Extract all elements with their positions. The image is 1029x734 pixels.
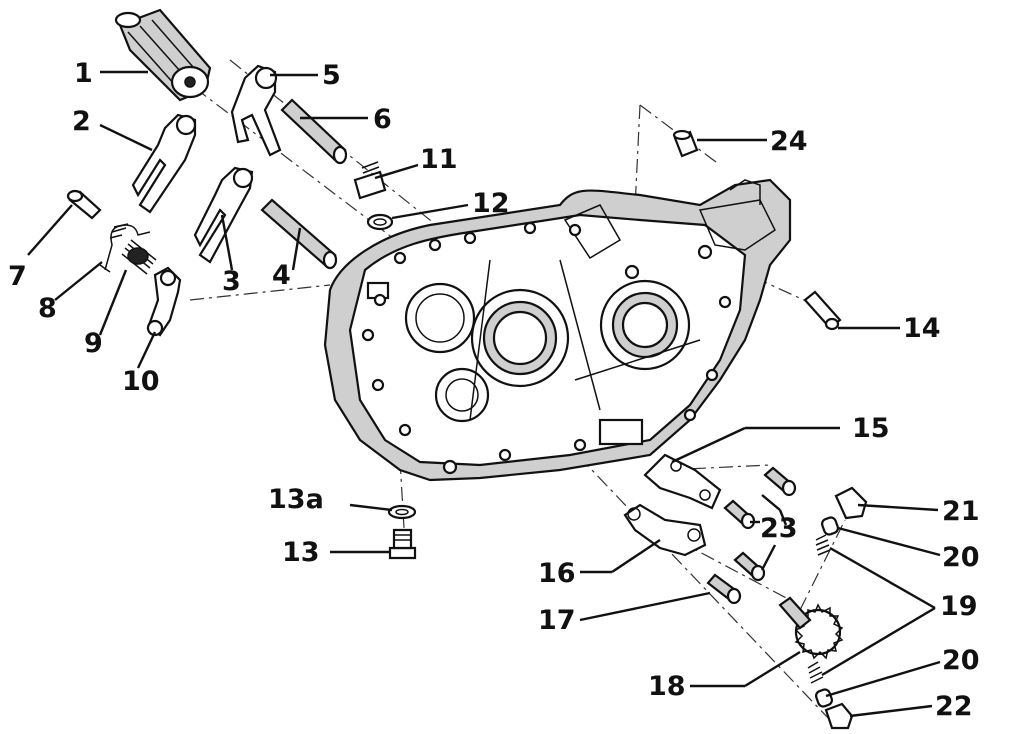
label-1: 1 — [74, 58, 93, 89]
label-11: 11 — [420, 144, 458, 175]
shift-fork-5 — [230, 64, 282, 157]
label-23: 23 — [760, 513, 798, 544]
gear-18 — [778, 596, 844, 660]
label-18: 18 — [648, 671, 686, 702]
label-9: 9 — [84, 328, 103, 359]
return-spring-8 — [99, 223, 151, 273]
label-12: 12 — [472, 188, 510, 219]
label-19: 19 — [940, 591, 978, 622]
shift-fork-2 — [131, 113, 197, 214]
label-24: 24 — [770, 126, 808, 157]
callout-labels: 1 2 3 4 5 6 7 8 9 10 11 12 13a 13 14 15 … — [8, 58, 980, 722]
stopper-arm-10 — [146, 266, 182, 337]
label-20-upper: 20 — [942, 542, 980, 573]
neutral-switch-11 — [353, 161, 387, 200]
label-10: 10 — [122, 366, 160, 397]
washer-12 — [366, 213, 394, 231]
label-13: 13 — [282, 537, 320, 568]
shift-fork-3 — [193, 166, 254, 264]
label-21: 21 — [942, 496, 980, 527]
label-22: 22 — [935, 691, 973, 722]
label-20-lower: 20 — [942, 645, 980, 676]
label-5: 5 — [322, 60, 341, 91]
leader-lines — [27, 70, 941, 718]
fitting-14 — [803, 290, 842, 331]
label-4: 4 — [272, 260, 291, 291]
fork-shaft-6 — [280, 98, 348, 165]
label-8: 8 — [38, 293, 57, 324]
bracket-16 — [623, 503, 707, 557]
block-21 — [834, 486, 868, 520]
bolt-17 — [706, 573, 742, 605]
label-3: 3 — [222, 266, 241, 297]
label-2: 2 — [72, 106, 91, 137]
label-17: 17 — [538, 605, 576, 636]
label-7: 7 — [8, 261, 27, 292]
crankcase-half — [323, 178, 792, 482]
block-22 — [824, 702, 854, 730]
springs-19 — [807, 534, 831, 684]
label-15: 15 — [852, 413, 890, 444]
spring-9 — [121, 239, 157, 275]
label-14: 14 — [903, 313, 941, 344]
drain-plug-13 — [388, 528, 417, 560]
washer-13a — [387, 504, 417, 520]
bolts-23 — [723, 466, 797, 582]
label-13a: 13a — [268, 484, 324, 515]
label-16: 16 — [538, 558, 576, 589]
detent-bolt-7 — [66, 189, 102, 220]
shift-drum — [114, 8, 212, 102]
dowel-pin-24 — [672, 129, 699, 158]
plate-15 — [643, 453, 722, 510]
label-6: 6 — [373, 104, 392, 135]
